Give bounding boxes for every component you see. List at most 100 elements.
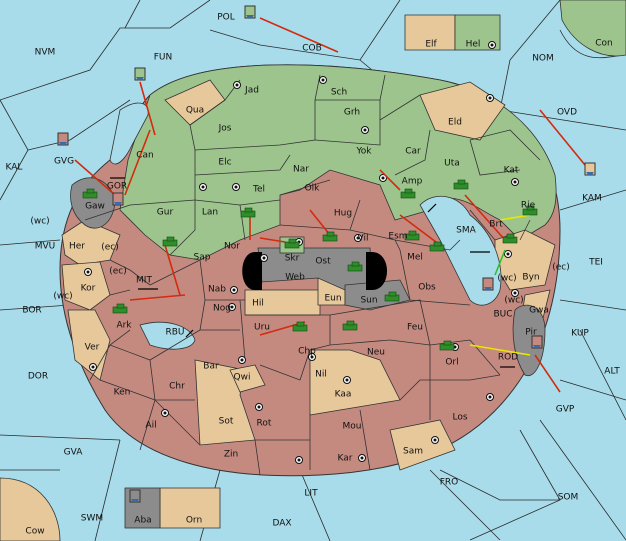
label-chr: Chr bbox=[169, 382, 185, 392]
label-los: Los bbox=[452, 413, 467, 423]
sea-inlet bbox=[109, 102, 149, 165]
tunnel-east bbox=[366, 252, 387, 290]
label-alt: ALT bbox=[604, 367, 620, 377]
label-neu: Neu bbox=[367, 348, 385, 358]
label-obs: Obs bbox=[418, 283, 436, 293]
label-mou: Mou bbox=[343, 422, 362, 432]
label-ken: Ken bbox=[114, 388, 131, 398]
label-rod: ROD bbox=[498, 353, 518, 363]
label-eun: Eun bbox=[324, 294, 341, 304]
label-buc: BUC bbox=[493, 310, 512, 320]
label-ost: Ost bbox=[315, 257, 331, 267]
label-nab: Nab bbox=[208, 285, 226, 295]
label-elc: Elc bbox=[218, 158, 231, 168]
label-mel: Mel bbox=[407, 253, 423, 263]
label-bor: BOR bbox=[22, 306, 41, 316]
label-kaa: Kaa bbox=[335, 390, 352, 400]
label-feu: Feu bbox=[407, 323, 423, 333]
label-bar: Bar bbox=[203, 362, 219, 372]
label-nar: Nar bbox=[293, 165, 309, 175]
label-byn: Byn bbox=[522, 273, 539, 283]
label-gur: Gur bbox=[157, 208, 174, 218]
army-unit bbox=[400, 188, 416, 199]
fleet-unit bbox=[531, 335, 543, 349]
label-gva: GVA bbox=[64, 448, 84, 458]
fleet-unit bbox=[584, 162, 596, 176]
army-unit bbox=[284, 238, 300, 249]
label-gvp: GVP bbox=[556, 405, 575, 415]
label-vil: Vil bbox=[358, 234, 369, 244]
label-pol: POL bbox=[217, 13, 235, 23]
label-eld: Eld bbox=[448, 118, 462, 128]
sea-labels: POL COB NVM FUN NOM Con KAL OVD GVG KAM … bbox=[6, 13, 621, 537]
label-sma: SMA bbox=[456, 226, 476, 236]
label-hug: Hug bbox=[334, 209, 352, 219]
label-cow: Cow bbox=[25, 527, 44, 537]
label-gwa: Gwa bbox=[529, 306, 549, 316]
sea-sma[interactable] bbox=[419, 196, 502, 306]
label-kal: KAL bbox=[6, 163, 23, 173]
label-sch: Sch bbox=[331, 88, 347, 98]
label-orl: Orl bbox=[445, 358, 458, 368]
label-uru: Uru bbox=[254, 323, 270, 333]
fleet-unit bbox=[134, 67, 146, 81]
fleet-unit bbox=[129, 489, 141, 503]
label-ec1: (ec) bbox=[101, 243, 119, 253]
label-nil: Nil bbox=[315, 370, 327, 380]
label-ec2: (ec) bbox=[109, 267, 127, 277]
fleet-unit bbox=[482, 277, 494, 291]
label-jos: Jos bbox=[218, 124, 232, 134]
army-unit bbox=[162, 236, 178, 247]
label-uta: Uta bbox=[444, 159, 460, 169]
label-sun: Sun bbox=[360, 296, 377, 306]
label-wc3: (wc) bbox=[504, 296, 523, 306]
label-rbu: RBU bbox=[165, 328, 184, 338]
label-wc2: (wc) bbox=[53, 292, 72, 302]
army-unit bbox=[82, 188, 98, 199]
label-wc1: (wc) bbox=[30, 217, 49, 227]
land-labels: Jad Sch Qua Jos Grh Eld Can Yok Car Elc … bbox=[30, 40, 549, 526]
label-gaw: Gaw bbox=[85, 202, 105, 212]
army-unit bbox=[453, 179, 469, 190]
label-dor: DOR bbox=[28, 372, 48, 382]
support-lines bbox=[469, 214, 531, 356]
label-esm: Esm bbox=[388, 232, 407, 242]
army-unit bbox=[384, 291, 400, 302]
label-kat: Kat bbox=[504, 166, 519, 176]
label-kup: KUP bbox=[571, 329, 589, 339]
label-jad: Jad bbox=[244, 86, 259, 96]
label-hel: Hel bbox=[466, 40, 481, 50]
label-gvg: GVG bbox=[54, 157, 74, 167]
label-kam: KAM bbox=[582, 194, 602, 204]
label-mvu: MVU bbox=[35, 242, 56, 252]
fleet-unit bbox=[112, 192, 124, 206]
label-hil: Hil bbox=[252, 299, 264, 309]
label-elf: Elf bbox=[425, 40, 437, 50]
convoy-line bbox=[494, 249, 506, 276]
sea-rbu[interactable] bbox=[139, 321, 196, 350]
label-tel: Tel bbox=[252, 185, 265, 195]
label-qua: Qua bbox=[186, 106, 204, 116]
army-unit bbox=[522, 205, 538, 216]
label-orn: Orn bbox=[186, 516, 202, 526]
army-unit bbox=[502, 233, 518, 244]
label-car: Car bbox=[405, 147, 421, 157]
label-olk: Olk bbox=[305, 184, 321, 194]
label-swm: SWM bbox=[81, 514, 103, 524]
adjacency-markers bbox=[110, 177, 515, 368]
army-units bbox=[82, 179, 538, 351]
label-cob: COB bbox=[302, 44, 322, 54]
order-arrows bbox=[74, 17, 586, 393]
label-rie: Rie bbox=[521, 201, 536, 211]
label-skr: Skr bbox=[285, 254, 300, 264]
label-ail: Ail bbox=[145, 421, 156, 431]
label-web: Web bbox=[285, 273, 305, 283]
label-chp: Chp bbox=[298, 347, 316, 357]
province-borders bbox=[84, 74, 541, 476]
army-unit bbox=[439, 340, 455, 351]
label-qwi: Qwi bbox=[234, 373, 251, 383]
label-sot: Sot bbox=[219, 417, 234, 427]
label-ark: Ark bbox=[116, 321, 132, 331]
army-unit bbox=[322, 231, 338, 242]
army-unit bbox=[112, 303, 128, 314]
